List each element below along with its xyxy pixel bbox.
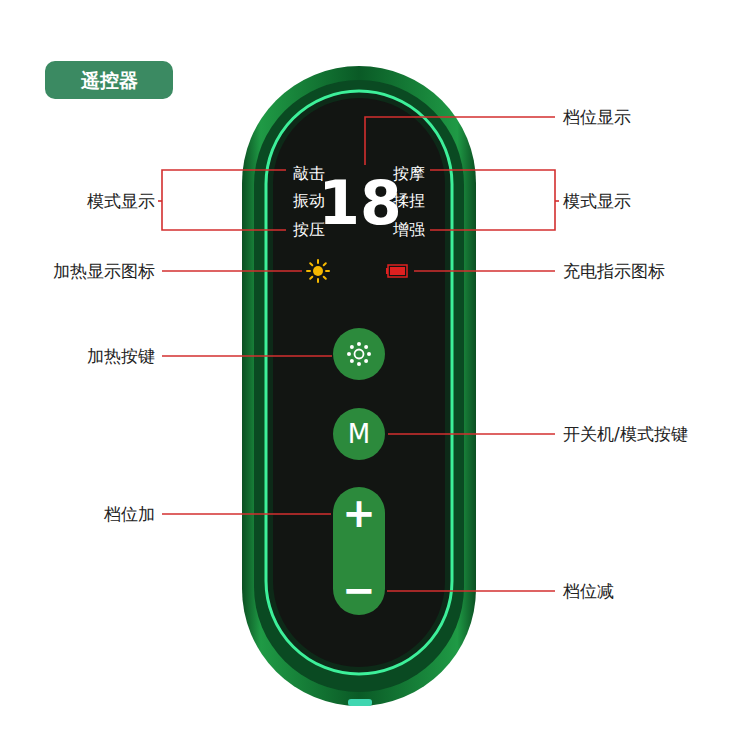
leader-line: [162, 355, 332, 357]
shell-rim: [254, 80, 464, 692]
charge-port: [348, 699, 372, 706]
bracket: [162, 170, 286, 230]
callout-label: 档位加: [104, 505, 155, 524]
leader-line: [162, 513, 331, 515]
callout-label: 模式显示: [87, 192, 155, 211]
title-badge: 遥控器: [45, 61, 173, 99]
leader-lines: [158, 117, 559, 591]
level-digits: 18: [318, 170, 402, 236]
leader-line: [387, 590, 555, 592]
callout-label: 模式显示: [563, 192, 631, 211]
badge-title: 遥控器: [81, 70, 138, 91]
heat-display-icon: [307, 260, 329, 282]
bracket-tick: [555, 200, 559, 202]
callout-label: 加热显示图标: [53, 262, 155, 281]
bracket: [430, 170, 555, 230]
leader-line: [365, 117, 555, 165]
leader-line: [388, 433, 555, 435]
level-rocker: +−: [333, 487, 385, 615]
plus-sign: +: [342, 491, 376, 535]
mode-name: 揉捏: [393, 192, 425, 210]
black-panel: [273, 98, 445, 667]
callout-label: 档位显示: [563, 108, 631, 127]
mode-button: M: [333, 408, 385, 460]
charge-indicator-icon: [386, 265, 407, 277]
callout-label: 充电指示图标: [563, 262, 665, 281]
bracket-tick: [158, 200, 162, 202]
glow-ring: [266, 91, 452, 674]
callout-label: 开关机/模式按键: [563, 425, 688, 444]
callout-label: 档位减: [563, 582, 614, 601]
mode-name: 增强: [393, 221, 425, 239]
mode-name: 按摩: [393, 165, 425, 183]
leader-line: [162, 270, 302, 272]
heat-button: [333, 328, 385, 380]
minus-sign: −: [342, 568, 376, 612]
remote-shell: [242, 66, 476, 706]
button-letter: M: [348, 420, 370, 449]
callout-label: 加热按键: [87, 347, 155, 366]
display-panel: 敲击振动按压18按摩揉捏增强M+−: [268, 93, 450, 672]
leader-line: [414, 270, 555, 272]
